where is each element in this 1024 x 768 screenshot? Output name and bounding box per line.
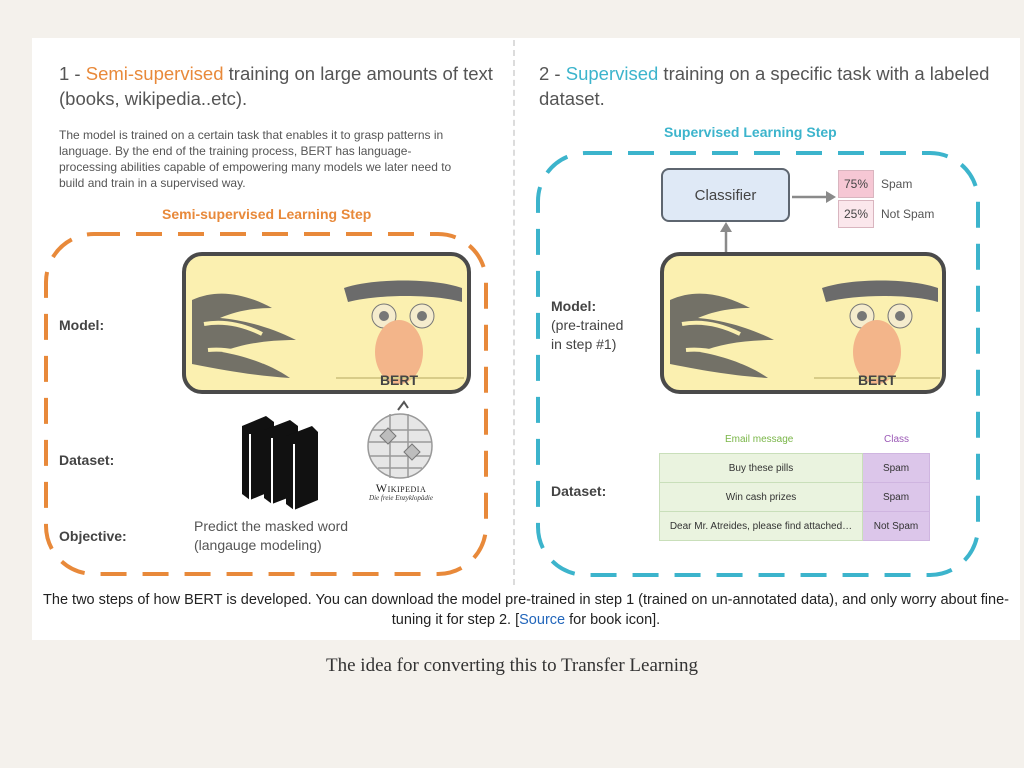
wikipedia-logo bbox=[367, 400, 433, 479]
wikipedia-wordmark: Wikipedia bbox=[375, 481, 427, 495]
labeled-dataset-table: Buy these pills Spam Win cash prizes Spa… bbox=[659, 453, 930, 541]
bert-right-label: BERT bbox=[858, 372, 897, 388]
bert-model-left: BERT bbox=[182, 252, 471, 394]
classifier-arrows bbox=[720, 191, 836, 256]
right-model-label: Model: bbox=[551, 298, 597, 314]
class-header: Class bbox=[884, 434, 910, 445]
message-cell: Win cash prizes bbox=[659, 482, 863, 512]
slide-footer-text: The idea for converting this to Transfer… bbox=[326, 655, 698, 676]
supervised-step-title: Supervised Learning Step bbox=[664, 124, 837, 140]
semi-supervised-step-title: Semi-supervised Learning Step bbox=[162, 206, 372, 222]
left-heading-rest: training on large amounts of text (books… bbox=[59, 63, 493, 109]
wikipedia-tagline: Die freie Enzyklopädie bbox=[369, 494, 433, 502]
objective-line-2: (langauge modeling) bbox=[194, 537, 322, 553]
left-heading-highlight: Semi-supervised bbox=[85, 63, 224, 84]
source-link[interactable]: Source bbox=[519, 612, 566, 628]
objective-label: Objective: bbox=[59, 528, 127, 544]
caption-text: The two steps of how BERT is developed. … bbox=[43, 592, 1009, 628]
bert-left-label: BERT bbox=[380, 372, 419, 388]
message-cell: Dear Mr. Atreides, please find attached… bbox=[659, 511, 863, 541]
right-heading-rest: training on a specific task with a label… bbox=[539, 63, 990, 109]
right-dataset-label: Dataset: bbox=[551, 483, 607, 499]
objective-text: Predict the masked word (langauge modeli… bbox=[194, 517, 348, 555]
table-row: Buy these pills Spam bbox=[659, 453, 930, 483]
left-heading-number: 1 - bbox=[59, 63, 86, 84]
objective-line-1: Predict the masked word bbox=[194, 518, 349, 534]
figure-caption: The two steps of how BERT is developed. … bbox=[32, 590, 1020, 630]
message-cell: Buy these pills bbox=[659, 453, 863, 483]
left-model-label: Model: bbox=[59, 317, 105, 333]
table-row: Dear Mr. Atreides, please find attached…… bbox=[659, 511, 930, 541]
right-heading-number: 2 - bbox=[539, 63, 566, 84]
not-spam-probability: 25% bbox=[838, 200, 874, 228]
left-description: The model is trained on a certain task t… bbox=[59, 128, 452, 190]
left-heading: 1 - Semi-supervised training on large am… bbox=[59, 61, 499, 111]
supervised-frame bbox=[536, 151, 980, 577]
section-divider bbox=[513, 40, 515, 585]
class-cell: Spam bbox=[862, 482, 930, 512]
caption-after: for book icon]. bbox=[565, 612, 661, 628]
classifier-box: Classifier bbox=[661, 168, 790, 222]
email-message-header: Email message bbox=[725, 434, 794, 445]
class-cell: Not Spam bbox=[862, 511, 930, 541]
class-cell: Spam bbox=[862, 453, 930, 483]
right-model-sublabel: (pre-trained in step #1) bbox=[551, 316, 623, 354]
semi-supervised-frame bbox=[44, 232, 488, 576]
model-sub-line-2: in step #1) bbox=[551, 336, 617, 352]
table-row: Win cash prizes Spam bbox=[659, 482, 930, 512]
not-spam-output-label: Not Spam bbox=[881, 207, 935, 221]
left-dataset-label: Dataset: bbox=[59, 452, 115, 468]
spam-probability: 75% bbox=[838, 170, 874, 198]
spam-output-label: Spam bbox=[881, 177, 913, 191]
books-icon bbox=[242, 416, 318, 510]
model-sub-line-1: (pre-trained bbox=[551, 317, 624, 333]
slide-figure: 1 - Semi-supervised training on large am… bbox=[32, 38, 1020, 640]
right-heading-highlight: Supervised bbox=[565, 63, 659, 84]
bert-model-right: BERT bbox=[660, 252, 946, 394]
right-heading: 2 - Supervised training on a specific ta… bbox=[539, 61, 1009, 111]
